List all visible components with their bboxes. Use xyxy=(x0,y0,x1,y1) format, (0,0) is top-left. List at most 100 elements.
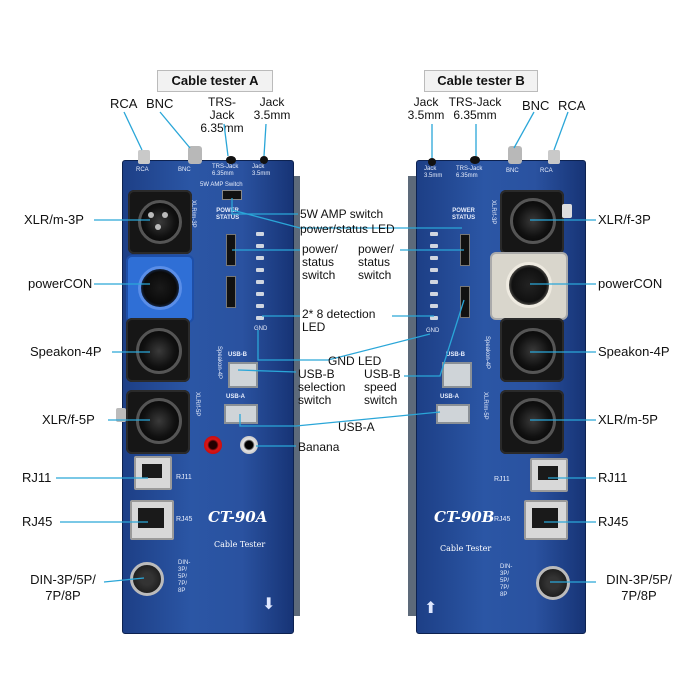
panel-b-usba-label: USB-A xyxy=(440,394,459,400)
label-usb-b-sel: USB-B selection switch xyxy=(298,367,346,407)
panel-a-usbb-label: USB-B xyxy=(228,352,247,358)
line-bnc-b xyxy=(513,111,535,149)
panel-b-rj45: RJ45 xyxy=(494,516,511,523)
xlr-a-pin1 xyxy=(148,212,154,218)
trs-jack-b xyxy=(470,156,480,164)
label-rca-b: RCA xyxy=(558,98,586,113)
label-speakon-a: Speakon-4P xyxy=(30,344,102,359)
powercon-b-ring xyxy=(506,262,552,308)
label-xlr-m3p: XLR/m-3P xyxy=(24,212,84,227)
panel-b-power-status: POWER STATUS xyxy=(452,208,476,221)
led-b-8 xyxy=(430,316,438,320)
led-a-6 xyxy=(256,292,264,296)
panel-b-top-rca: RCA xyxy=(540,168,553,174)
led-b-2 xyxy=(430,244,438,248)
label-gnd-led: GND LED xyxy=(328,354,382,368)
line-jack-a xyxy=(263,123,267,157)
panel-a-top-bnc: BNC xyxy=(178,167,191,173)
line-amp xyxy=(231,198,298,215)
panel-a-top-rca: RCA xyxy=(136,167,149,173)
panel-b-top-bnc: BNC xyxy=(506,168,519,174)
label-usb-a: USB-A xyxy=(338,420,375,434)
usb-b-port-b xyxy=(442,362,472,388)
led-a-3 xyxy=(256,256,264,260)
model-name-b: CT-90B xyxy=(434,508,495,526)
line-gnd xyxy=(257,330,431,361)
subtitle-a: Cable Tester xyxy=(214,540,266,549)
speakon-a-ring xyxy=(136,328,182,374)
panel-b-top-jack: Jack 3.5mm xyxy=(424,166,443,179)
jack35-b xyxy=(428,158,436,166)
up-arrow-icon: ⬆ xyxy=(424,600,438,617)
led-a-4 xyxy=(256,268,264,272)
din-port-a xyxy=(130,562,164,596)
subtitle-b: Cable Tester xyxy=(440,544,492,553)
led-b-6 xyxy=(430,292,438,296)
title-cable-tester-a: Cable tester A xyxy=(157,70,273,92)
usb-a-port-a xyxy=(224,404,258,424)
led-a-1 xyxy=(256,232,264,236)
label-power-switch-b: power/ status switch xyxy=(358,242,395,282)
trs-jack-a xyxy=(226,156,236,164)
din-port-b xyxy=(536,566,570,600)
panel-a-rj45: RJ45 xyxy=(176,516,193,523)
panel-b-din: DIN- 3P/ 5P/ 7P/ 8P xyxy=(500,564,513,598)
banana-black xyxy=(240,436,258,454)
speed-switch-b[interactable] xyxy=(460,286,470,318)
label-banana: Banana xyxy=(298,440,340,454)
label-xlr-m5p: XLR/m-5P xyxy=(598,412,658,427)
label-rca-a: RCA xyxy=(110,96,138,111)
label-xlr-f3p: XLR/f-3P xyxy=(598,212,651,227)
panel-a-top-trs: TRS-Jack 6.35mm xyxy=(212,164,239,177)
panel-a-din: DIN- 3P/ 5P/ 7P/ 8P xyxy=(178,560,191,594)
jack35-a xyxy=(260,156,268,164)
rj45-hole-b xyxy=(532,508,558,528)
panel-a-power-status: POWER STATUS xyxy=(216,208,240,221)
panel-a-amp: 5W AMP Switch xyxy=(200,182,243,188)
label-usb-b-speed: USB-B speed switch xyxy=(364,367,401,407)
model-name-a: CT-90A xyxy=(208,508,268,526)
line-bnc-a xyxy=(159,111,191,149)
label-trs-b: TRS-Jack 6.35mm xyxy=(448,95,502,122)
xlr-a-pin2 xyxy=(162,212,168,218)
led-a-2 xyxy=(256,244,264,248)
line-usb-b-sel xyxy=(237,369,297,373)
tone-switch-a[interactable] xyxy=(226,276,236,308)
label-power-switch-a: power/ status switch xyxy=(302,242,339,282)
title-cable-tester-b: Cable tester B xyxy=(424,70,538,92)
label-rj11-a: RJ11 xyxy=(22,470,52,485)
label-power-led: power/status LED xyxy=(300,222,395,236)
down-arrow-icon: ⬇ xyxy=(262,596,276,613)
xlr-f5p-a-ring xyxy=(136,398,182,444)
label-bnc-a: BNC xyxy=(146,96,174,111)
label-jack-b: Jack 3.5mm xyxy=(407,95,445,122)
rj11-hole-b xyxy=(538,466,558,480)
xlr-a-pin3 xyxy=(155,224,161,230)
line-power-led xyxy=(231,209,462,229)
powercon-a-ring xyxy=(138,266,182,310)
label-speakon-b: Speakon-4P xyxy=(598,344,670,359)
label-powercon-b: powerCON xyxy=(598,276,663,291)
xlr-f3p-b-ring xyxy=(510,198,556,244)
led-b-3 xyxy=(430,256,438,260)
label-rj11-b: RJ11 xyxy=(598,470,628,485)
led-a-7 xyxy=(256,304,264,308)
bnc-jack-a xyxy=(188,146,202,164)
label-jack-a: Jack 3.5mm xyxy=(253,95,291,122)
xlr-m5p-b-ring xyxy=(510,398,556,444)
label-amp-switch: 5W AMP switch xyxy=(300,207,384,221)
label-din-b: DIN-3P/5P/ 7P/8P xyxy=(606,572,672,603)
led-b-7 xyxy=(430,304,438,308)
led-a-5 xyxy=(256,280,264,284)
panel-b-usbb-label: USB-B xyxy=(446,352,465,358)
usb-b-port-a xyxy=(228,362,258,388)
line-rca-b xyxy=(553,111,569,151)
panel-b-rj11: RJ11 xyxy=(494,476,510,483)
line-din-a xyxy=(103,577,145,583)
xlr-b-latch xyxy=(562,204,572,218)
bnc-jack-b xyxy=(508,146,522,164)
label-detection-led: 2* 8 detection LED xyxy=(302,307,376,334)
led-a-8 xyxy=(256,316,264,320)
rj11-hole-a xyxy=(142,464,162,478)
